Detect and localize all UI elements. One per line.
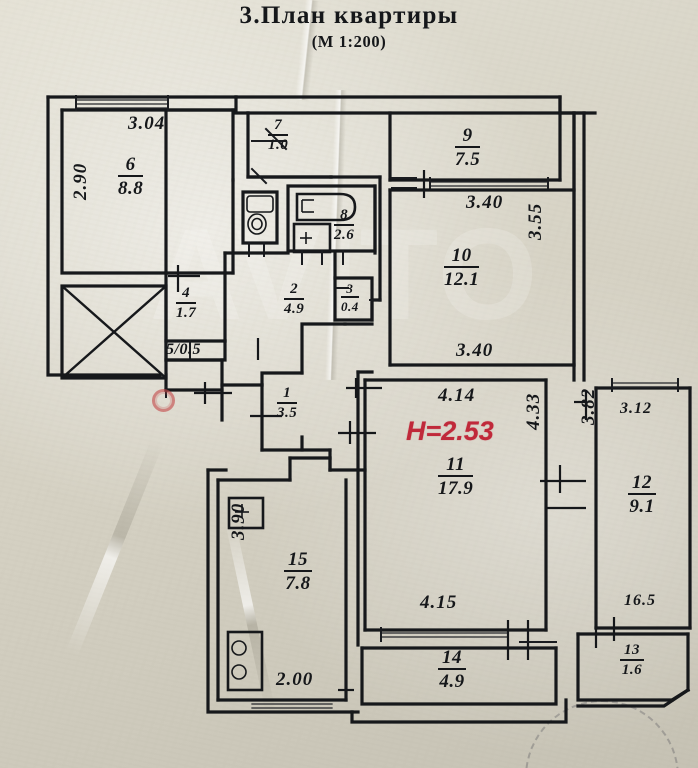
corridor-walls	[164, 175, 382, 472]
shaft-hatched	[60, 284, 168, 380]
room-15-walls	[206, 456, 354, 714]
room-12-walls	[594, 378, 692, 641]
room-4-5-walls	[164, 265, 227, 362]
room-7-walls	[246, 111, 597, 185]
room-14-walls	[350, 620, 568, 724]
room-10-walls	[388, 111, 586, 382]
room-13-walls	[576, 624, 691, 708]
toilet-room	[241, 190, 279, 257]
room-8-walls	[286, 184, 377, 265]
room-3-walls	[333, 276, 374, 322]
scale-label: (М 1:200)	[311, 32, 387, 51]
room-11-walls	[356, 370, 588, 647]
dimension-ticks	[165, 338, 282, 430]
room-9-walls	[388, 111, 562, 198]
outer-walls-left	[46, 95, 250, 377]
page-title: 3.План квартиры	[239, 2, 459, 29]
room-6-walls	[60, 95, 235, 275]
title-block: 3.План квартиры (М 1:200)	[0, 2, 698, 52]
